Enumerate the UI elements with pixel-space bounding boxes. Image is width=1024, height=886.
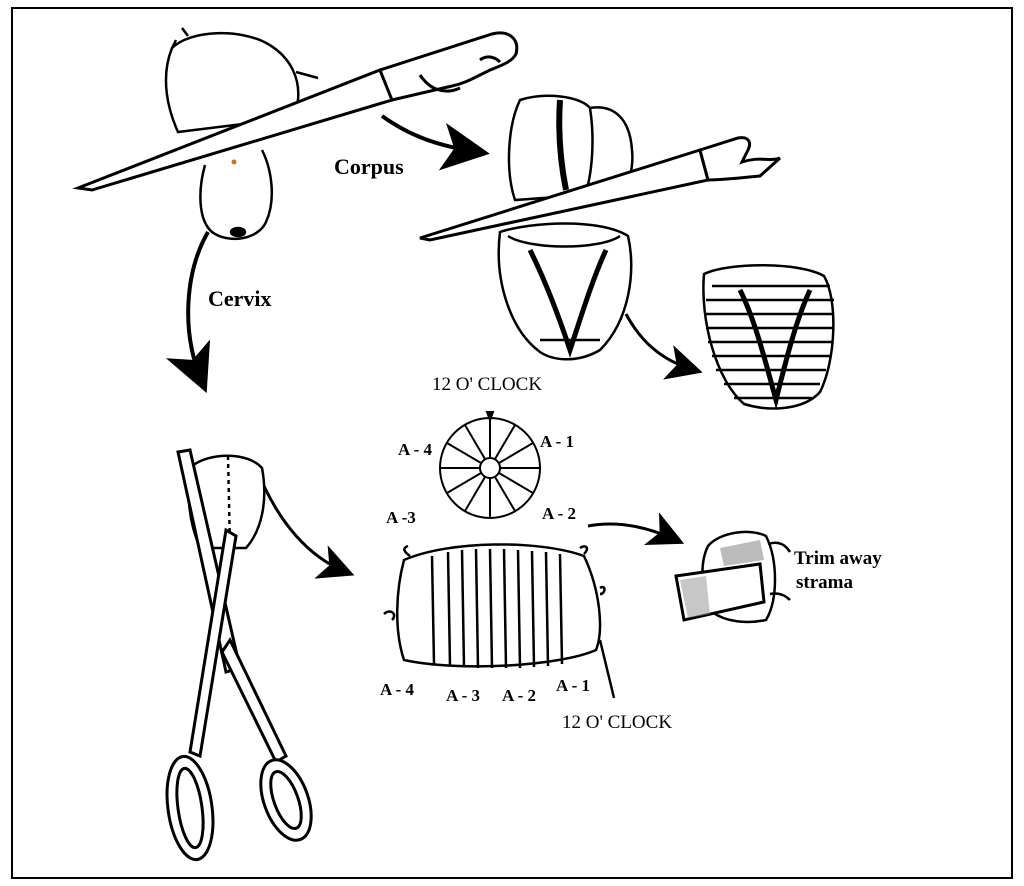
tissue-block-drawing [676,532,790,622]
label-a3-top: A -3 [386,508,416,528]
label-a2-bottom: A - 2 [502,686,536,706]
label-clock-bottom: 12 O' CLOCK [562,712,672,734]
label-a4-bottom: A - 4 [380,680,414,700]
arrow-icon-2 [626,314,694,370]
label-trim-line2: strama [796,572,853,594]
label-a3-bottom: A - 3 [446,686,480,706]
cervix-opened-drawing [384,544,614,698]
scissors-icon [161,450,321,863]
arrow-icon-3 [188,232,208,382]
arrow-icon-5 [588,524,676,540]
label-clock-top: 12 O' CLOCK [432,374,542,396]
label-a4-top: A - 4 [398,440,432,460]
label-a2-top: A - 2 [542,504,576,524]
knife-icon [78,33,517,190]
label-a1-top: A - 1 [540,432,574,452]
corpus-opened-drawing [499,224,631,360]
arrow-icon-4 [264,486,346,572]
label-a1-bottom: A - 1 [556,676,590,696]
label-corpus: Corpus [334,154,404,180]
label-trim-line1: Trim away [794,548,882,570]
clock-dial-icon [440,412,540,518]
corpus-sectioned-drawing [703,265,834,408]
label-cervix: Cervix [208,286,272,312]
arrow-icon [382,116,478,152]
